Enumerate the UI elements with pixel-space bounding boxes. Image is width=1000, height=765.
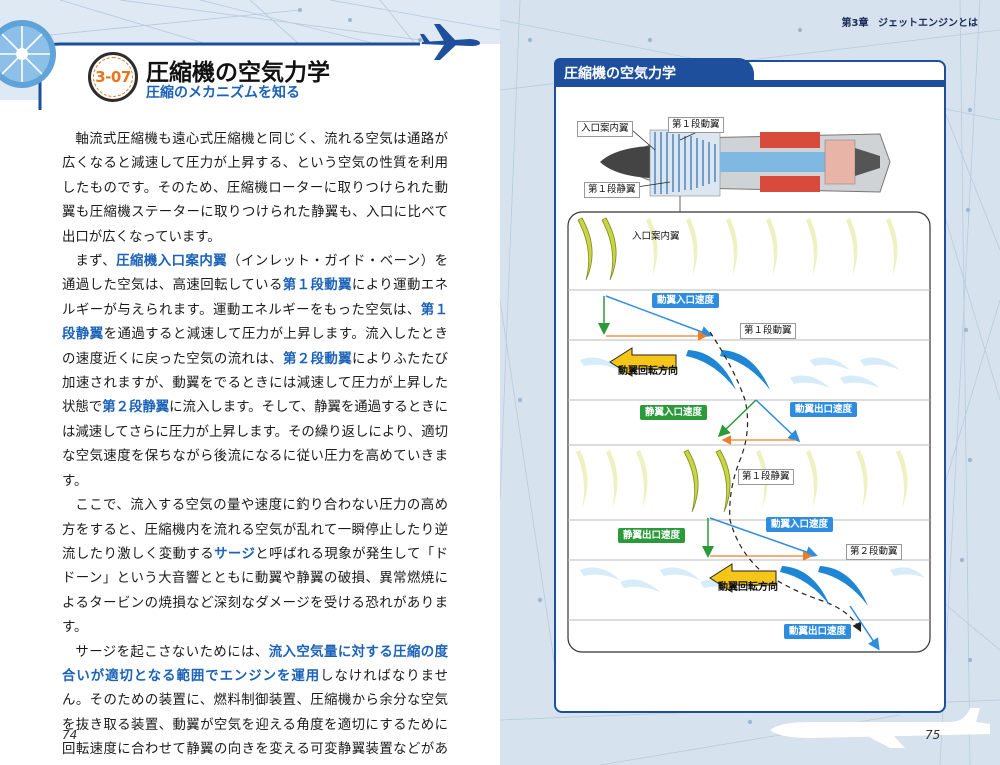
label-stage1-stator-top: 第１段静翼 [584, 182, 640, 198]
body-text: 軸流式圧縮機も遠心式圧縮機と同じく、流れる空気は通路が広くなると減速して圧力が上… [62, 128, 448, 765]
engine-fan-icon [0, 20, 56, 88]
body-run: と呼ばれる現象が発生して「ドドーン」という大音響とともに動翼や静翼の破損、異常燃… [62, 546, 449, 636]
label-rotor-inlet-velocity-1: 動翼入口速度 [652, 293, 720, 308]
label-stator-outlet-velocity: 静翼出口速度 [618, 528, 686, 543]
body-run: ここで、流入する空気の量や速度に釣り合わない圧力の高め方をすると、圧縮機内を流れ… [62, 498, 448, 562]
label-igv: 入口案内翼 [632, 231, 680, 242]
label-stage1-rotor-top: 第１段動翼 [668, 117, 724, 133]
section-number-badge: 3-07 [88, 52, 138, 102]
section-title: 圧縮機の空気力学 [146, 60, 330, 86]
label-rotation-direction-2: 動翼回転方向 [718, 582, 778, 593]
body-paragraph: ここで、流入する空気の量や速度に釣り合わない圧力の高め方をすると、圧縮機内を流れ… [62, 494, 448, 640]
rotation-arrow-2 [709, 563, 777, 593]
label-rotation-direction-1: 動翼回転方向 [618, 366, 678, 377]
stage2-rotor-row [580, 566, 925, 606]
label-rotor-outlet-velocity-1: 動翼出口速度 [790, 402, 858, 417]
label-stage1-rotor: 第１段動翼 [740, 323, 796, 339]
engine-cross-section [600, 129, 891, 197]
body-run: を通過すると減速して圧力が上昇します。流入したときの速度近くに戻った空気の流れは… [62, 327, 448, 367]
inlet-guide-vane-row [577, 217, 898, 281]
figure-panel-bar [554, 80, 946, 87]
body-paragraph: サージを起こさないためには、流入空気量に対する圧縮の度合いが適切となる範囲でエン… [62, 641, 448, 765]
highlighted-term: 圧縮機入口案内翼 [116, 254, 228, 270]
page-number-right: 75 [925, 728, 941, 742]
airliner-silhouette [770, 708, 990, 748]
highlighted-term: 流入空気量に対する圧縮の度合いが適切となる範囲でエンジンを運用 [62, 644, 449, 684]
body-run: まず、 [75, 254, 117, 270]
body-paragraph: まず、圧縮機入口案内翼（インレット・ガイド・ベーン）を通過した空気は、高速回転し… [62, 250, 448, 494]
highlighted-term: サージ [214, 546, 256, 562]
body-run: （インレット・ガイド・ベーン）を通過した空気は、高速回転している [62, 254, 449, 294]
highlighted-term: 第２段動翼 [282, 351, 353, 367]
label-stage2-rotor: 第２段動翼 [846, 544, 902, 560]
rotation-arrow-1 [609, 347, 677, 377]
label-rotor-inlet-velocity-2: 動翼入口速度 [766, 517, 834, 532]
label-stage1-stator: 第１段静翼 [738, 469, 794, 485]
body-run: 軸流式圧縮機も遠心式圧縮機と同じく、流れる空気は通路が広くなると減速して圧力が上… [62, 132, 448, 245]
label-rotor-outlet-velocity-2: 動翼出口速度 [784, 624, 852, 639]
figure-title: 圧縮機の空気力学 [564, 66, 676, 82]
section-subtitle: 圧縮のメカニズムを知る [146, 85, 300, 101]
body-run: しなければなりません。そのための装置に、燃料制御装置、圧縮機から余分な空気を抜き… [62, 668, 448, 758]
label-stator-inlet-velocity: 静翼入口速度 [640, 405, 708, 420]
chapter-header: 第3章 ジェットエンジンとは [842, 14, 978, 29]
body-run: によりふたたび加速されますが、動翼をでるときには減速して圧力が上昇した状態で [62, 351, 449, 416]
airplane-icon [420, 24, 480, 60]
body-paragraph: 軸流式圧縮機も遠心式圧縮機と同じく、流れる空気は通路が広くなると減速して圧力が上… [62, 128, 448, 250]
body-run: により運動エネルギーが与えられます。運動エネルギーをもった空気は、 [62, 278, 448, 318]
highlighted-term: 第１段静翼 [62, 302, 448, 343]
chapter-title: ジェットエンジンとは [878, 18, 978, 29]
stage1-stator-row [576, 449, 908, 513]
highlighted-term: 第２段静翼 [102, 400, 170, 416]
airflow-path [709, 331, 862, 633]
page-number-left: 74 [62, 728, 78, 742]
body-run: に流入します。そして、静翼を通過するときには減速してさらに圧力が上昇します。その… [62, 400, 449, 489]
left-page: 3-07 圧縮機の空気力学 圧縮のメカニズムを知る 軸流式圧縮機も遠心式圧縮機と… [0, 0, 500, 765]
label-igv-top: 入口案内翼 [577, 121, 633, 137]
body-run: サージを起こさないためには、 [75, 644, 269, 660]
chapter-label: 第3章 [841, 18, 869, 29]
highlighted-term: 第１段動翼 [282, 278, 352, 294]
